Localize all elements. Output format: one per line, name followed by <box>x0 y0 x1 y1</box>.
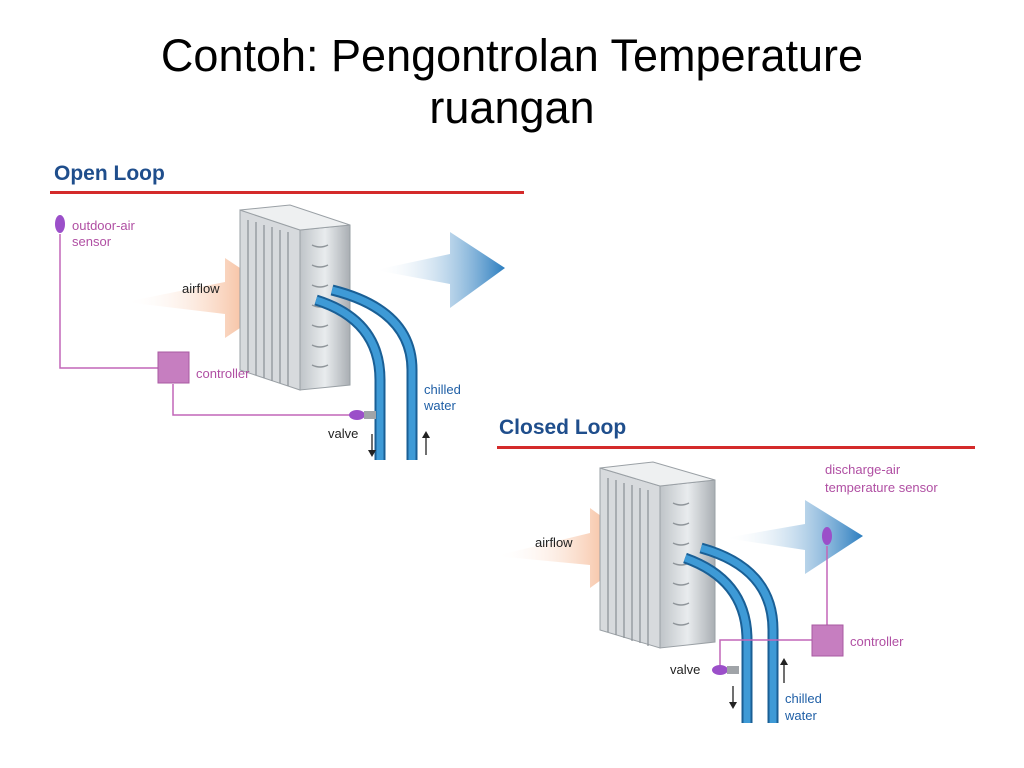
open-loop-sensor-label-2: sensor <box>72 234 112 249</box>
outdoor-air-sensor-icon <box>55 215 65 233</box>
open-loop-chilled-water-pipes <box>314 284 418 460</box>
closed-loop-airflow-label: airflow <box>535 535 573 550</box>
open-loop-sensor-label-1: outdoor-air <box>72 218 136 233</box>
open-loop-valve-icon <box>349 410 376 420</box>
closed-loop-diagram: Closed Loop airflow discharge-air <box>495 408 980 733</box>
slide-title-line1: Contoh: Pengontrolan Temperature <box>160 30 864 81</box>
closed-loop-chilled-water-pipes <box>683 542 779 723</box>
open-loop-airflow-out-arrow <box>375 232 505 308</box>
open-loop-valve-label: valve <box>328 426 358 441</box>
open-loop-cooling-coil <box>239 204 351 391</box>
closed-loop-water-down-arrow <box>729 686 737 709</box>
slide-title: Contoh: Pengontrolan Temperature ruangan <box>0 30 1024 134</box>
closed-loop-valve-label: valve <box>670 662 700 677</box>
closed-loop-cooling-coil <box>599 461 716 649</box>
open-loop-water-label-1: chilled <box>424 382 461 397</box>
closed-loop-controller-label: controller <box>850 634 904 649</box>
open-loop-controller-box <box>157 351 190 384</box>
closed-loop-water-up-arrow <box>780 658 788 683</box>
open-loop-water-down-arrow <box>368 434 376 457</box>
open-loop-control-wiring <box>59 234 350 416</box>
open-loop-heading: Open Loop <box>54 162 165 185</box>
open-loop-rule <box>50 191 524 194</box>
closed-loop-valve-icon <box>712 665 739 675</box>
open-loop-water-up-arrow <box>422 431 430 455</box>
closed-loop-water-label-1: chilled <box>785 691 822 706</box>
open-loop-controller-label: controller <box>196 366 250 381</box>
closed-loop-water-label-2: water <box>784 708 817 723</box>
closed-loop-controller-box <box>811 624 844 657</box>
open-loop-airflow-label: airflow <box>182 281 220 296</box>
open-loop-water-label-2: water <box>423 398 456 413</box>
closed-loop-heading: Closed Loop <box>499 416 626 439</box>
closed-loop-rule <box>497 446 975 449</box>
open-loop-diagram: Open Loop outdoor-air sensor airflow <box>50 150 530 470</box>
discharge-air-sensor-icon <box>822 527 832 545</box>
open-loop-svg: Open Loop outdoor-air sensor airflow <box>50 162 524 460</box>
slide-title-line2: ruangan <box>429 82 595 133</box>
closed-loop-control-wiring <box>719 546 828 666</box>
closed-loop-sensor-label-2: temperature sensor <box>825 480 938 495</box>
closed-loop-svg: Closed Loop airflow discharge-air <box>495 416 975 723</box>
closed-loop-sensor-label-1: discharge-air <box>825 462 901 477</box>
closed-loop-airflow-out-arrow <box>725 500 863 574</box>
